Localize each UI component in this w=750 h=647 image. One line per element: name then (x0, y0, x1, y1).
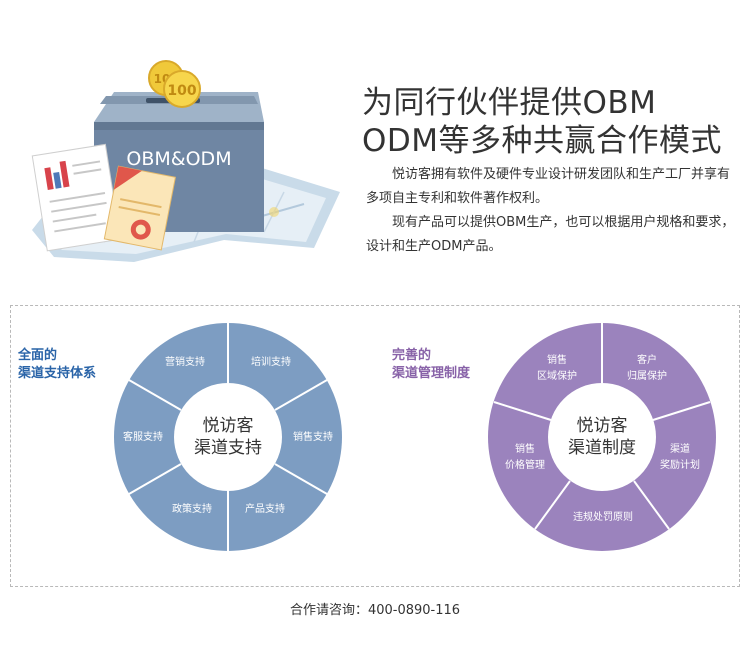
segment-price-management: 销售 价格管理 (505, 444, 545, 471)
intro-text: 悦访客拥有软件及硬件专业设计研发团队和生产工厂并享有多项自主专利和软件著作权利。… (366, 163, 738, 259)
contact-hotline: 合作请咨询：400-0890-116 (289, 603, 461, 618)
management-system-label: 完善的 渠道管理制度 (392, 348, 471, 381)
coin-icon: 10 100 (148, 60, 201, 108)
svg-text:100: 100 (167, 83, 196, 99)
intro-paragraph-2: 现有产品可以提供OBM生产，也可以根据用户规格和要求，设计和生产ODM产品。 (366, 215, 735, 254)
segment-region-protection: 销售 区域保护 (537, 355, 577, 382)
title-line-2: ODM等多种共赢合作模式 (362, 123, 723, 159)
segment-marketing-support: 营销支持 (165, 357, 205, 368)
document-icon (31, 143, 121, 252)
support-system-label: 全面的 渠道支持体系 (18, 348, 97, 381)
channel-panel (10, 305, 740, 587)
certificate-icon (103, 165, 176, 251)
segment-customer-service-support: 客服支持 (123, 432, 163, 443)
segment-penalty-principle: 违规处罚原则 (573, 512, 633, 523)
support-wheel: 营销支持 培训支持 销售支持 产品支持 政策支持 客服支持 悦访客 渠道支持 (113, 322, 343, 552)
segment-reward-plan: 渠道 奖励计划 (660, 444, 700, 471)
title-line-1: 为同行伙伴提供OBM (362, 85, 657, 121)
segment-customer-protection: 客户 归属保护 (627, 355, 667, 382)
segment-product-support: 产品支持 (245, 504, 285, 515)
segment-sales-support: 销售支持 (293, 432, 333, 443)
support-wheel-center: 悦访客 渠道支持 (194, 416, 262, 458)
hero-illustration: OBM&ODM 10 100 (14, 52, 344, 267)
intro-paragraph-1: 悦访客拥有软件及硬件专业设计研发团队和生产工厂并享有多项自主专利和软件著作权利。 (366, 167, 731, 206)
segment-training-support: 培训支持 (251, 357, 291, 368)
page-title: 为同行伙伴提供OBM ODM等多种共赢合作模式 (362, 84, 722, 160)
management-wheel: 客户 归属保护 渠道 奖励计划 违规处罚原则 销售 价格管理 销售 区域保护 悦… (487, 322, 717, 552)
box-label: OBM&ODM (126, 148, 231, 170)
segment-policy-support: 政策支持 (172, 504, 212, 515)
management-wheel-center: 悦访客 渠道制度 (568, 416, 636, 458)
